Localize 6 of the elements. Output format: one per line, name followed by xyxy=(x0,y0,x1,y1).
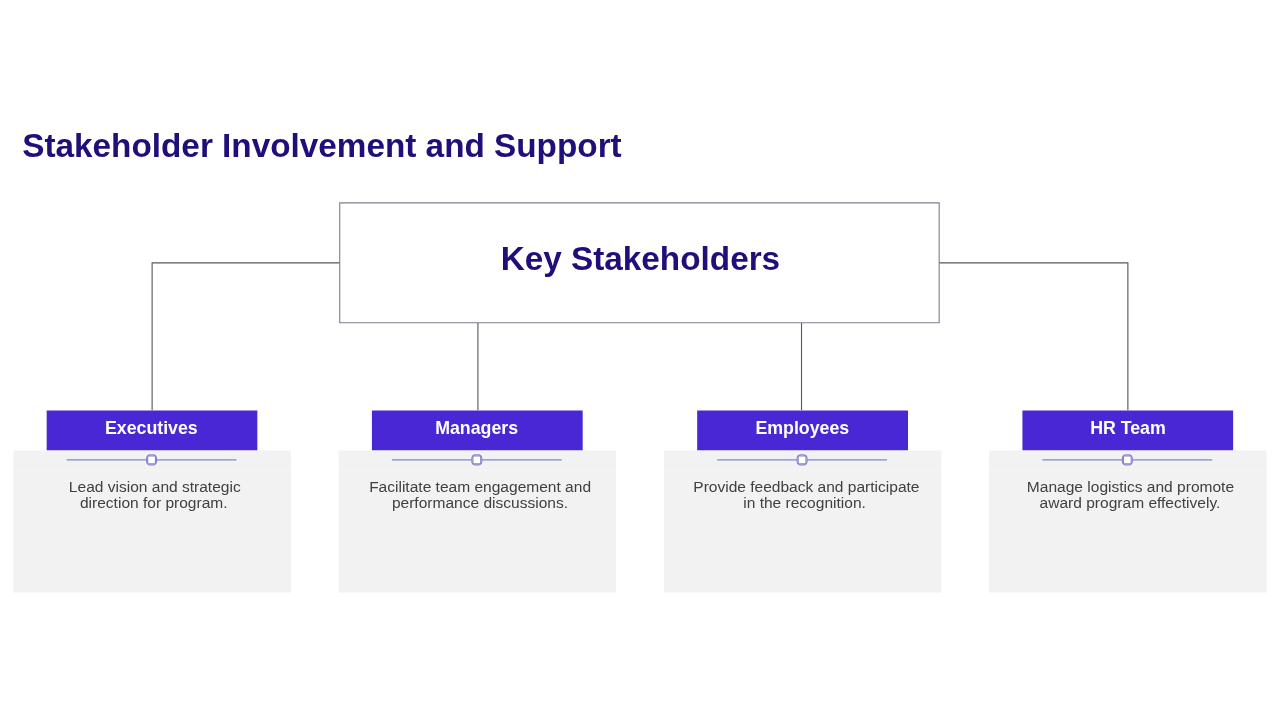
connector xyxy=(938,262,1129,411)
connector xyxy=(800,322,803,411)
node-box: Key Stakeholders xyxy=(339,202,940,324)
diagram-title: Stakeholder Involvement and Support xyxy=(22,127,622,165)
connector xyxy=(477,322,479,411)
connector xyxy=(151,262,341,411)
